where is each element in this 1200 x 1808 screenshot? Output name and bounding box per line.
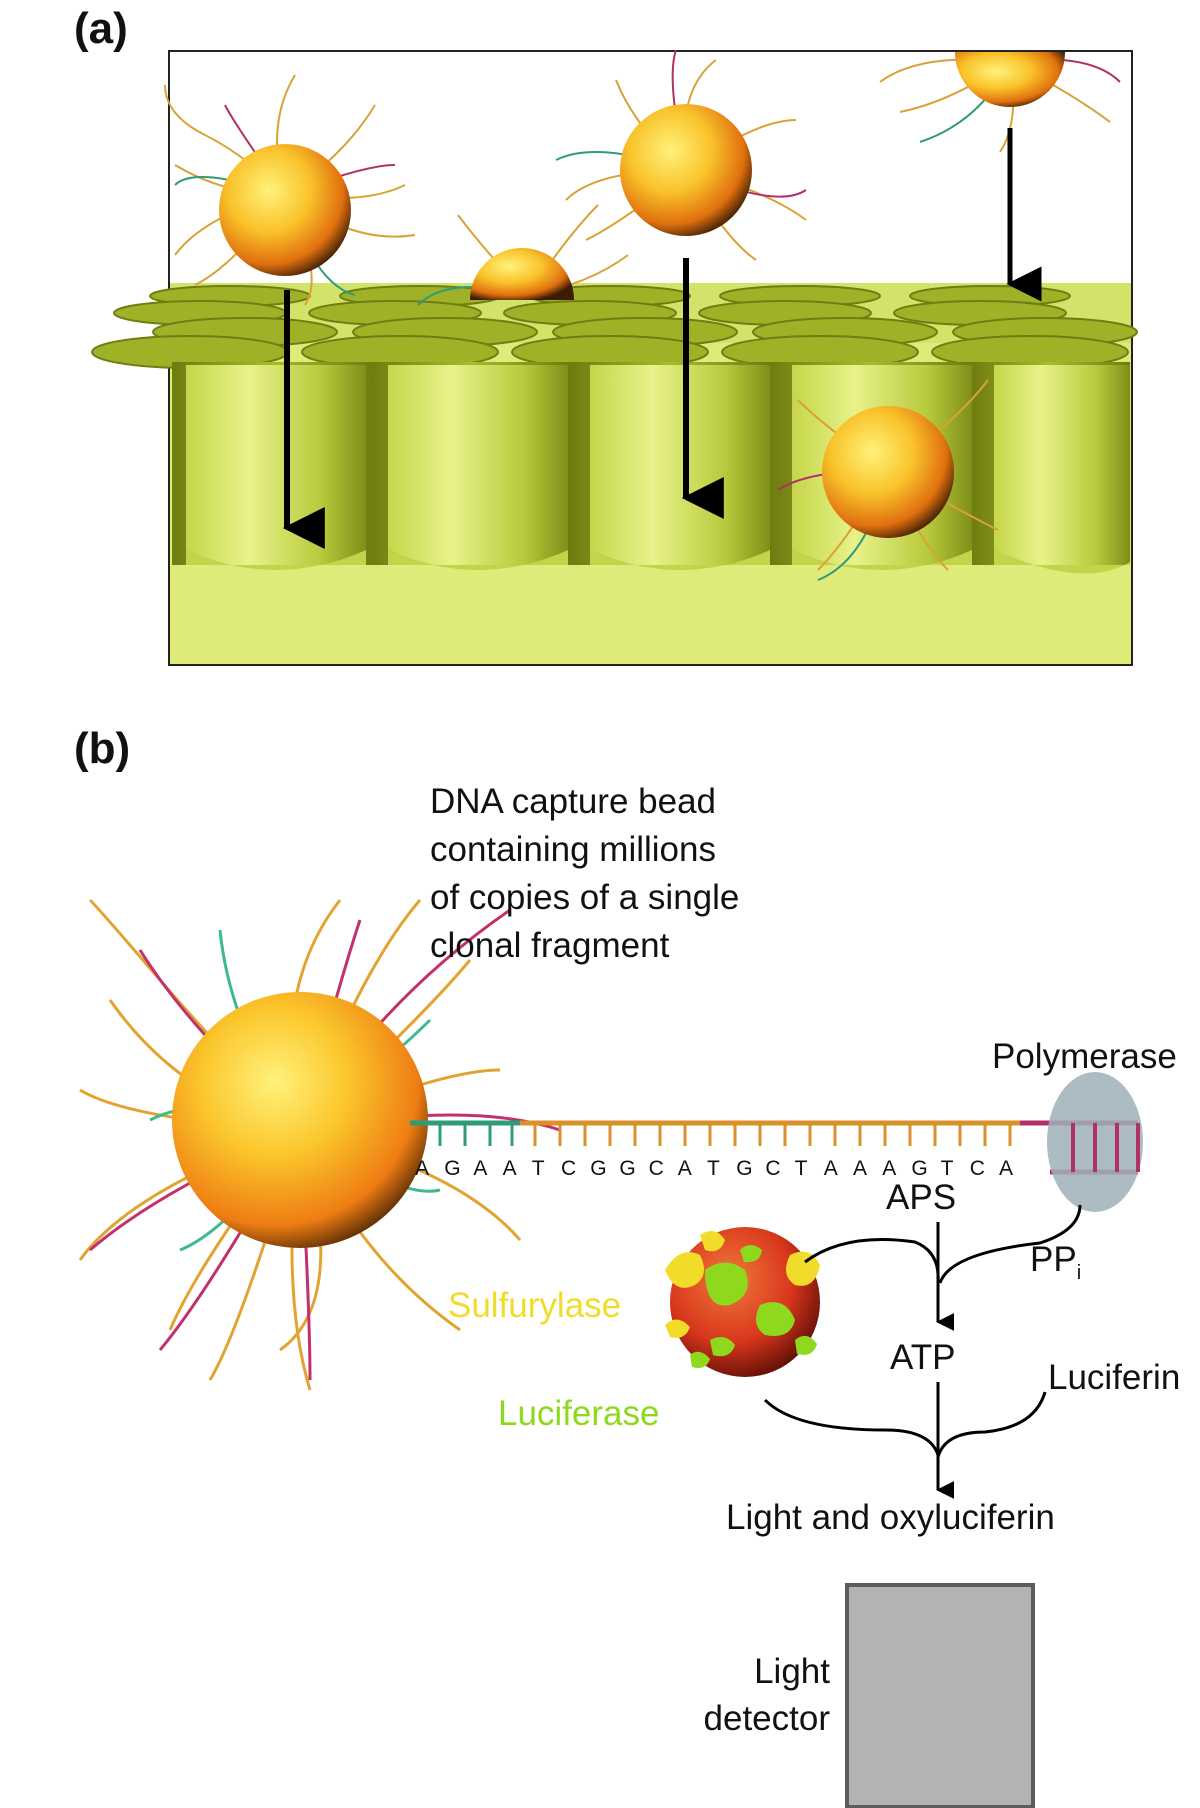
light-detector-box xyxy=(845,1583,1035,1808)
sequence-letter: A xyxy=(473,1157,487,1180)
sequence-letter: A xyxy=(678,1157,692,1180)
sequence-letter: G xyxy=(590,1157,606,1180)
aps-label: APS xyxy=(886,1178,957,1217)
luciferase-patches xyxy=(690,1245,817,1368)
sequence-letter: C xyxy=(561,1157,576,1180)
detector-line-1: Light xyxy=(754,1652,830,1691)
bead-description-line-1: DNA capture bead xyxy=(430,782,717,821)
sequence-letter: A xyxy=(503,1157,517,1180)
luciferin-label: Luciferin xyxy=(1048,1358,1181,1397)
sequence-letter: C xyxy=(970,1157,985,1180)
luciferase-label: Luciferase xyxy=(498,1394,660,1433)
polymerase-label: Polymerase xyxy=(992,1037,1177,1076)
atp-label: ATP xyxy=(890,1338,956,1377)
detector-line-2: detector xyxy=(703,1699,830,1738)
dna-capture-bead xyxy=(172,992,428,1248)
sequence-letter: T xyxy=(707,1157,720,1180)
bead-description-line-3: of copies of a single xyxy=(430,878,740,917)
panel-a-illustration xyxy=(91,49,1138,666)
bead-a5 xyxy=(822,406,954,538)
sequence-letter: T xyxy=(941,1157,954,1180)
well-openings xyxy=(91,285,1138,369)
sequence-letter: A xyxy=(853,1157,867,1180)
sequence-letter: G xyxy=(736,1157,752,1180)
sequence-letter: G xyxy=(911,1157,927,1180)
reaction-paths xyxy=(763,1204,1082,1499)
sequence-letter: A xyxy=(824,1157,838,1180)
polymerase-rungs xyxy=(1071,1123,1140,1172)
front-wells xyxy=(172,362,1130,574)
bead-a4 xyxy=(955,52,1065,107)
sequence-letter: A xyxy=(999,1157,1013,1180)
sequence-letter: A xyxy=(882,1157,896,1180)
sulfurylase-patches xyxy=(665,1231,820,1338)
bead-a1 xyxy=(219,144,351,276)
bead-description-line-4: clonal fragment xyxy=(430,926,670,965)
sequence-letter: C xyxy=(649,1157,664,1180)
ppi-main: PP xyxy=(1030,1240,1077,1279)
sequence-letter: T xyxy=(532,1157,545,1180)
panel-a-label: (a) xyxy=(74,4,128,53)
sequence-letter: T xyxy=(795,1157,808,1180)
bead-a3 xyxy=(620,104,752,236)
sequence-letter: G xyxy=(444,1157,460,1180)
ppi-subscript: i xyxy=(1076,1262,1082,1284)
sequence-letter: G xyxy=(619,1157,635,1180)
light-detector-label: Light detector xyxy=(640,1648,830,1742)
sequence-letter: C xyxy=(765,1157,780,1180)
bead-description-line-2: containing millions xyxy=(430,830,716,869)
products-label: Light and oxyluciferin xyxy=(726,1498,1055,1537)
sulfurylase-label: Sulfurylase xyxy=(448,1286,622,1325)
bead-description: DNA capture bead containing millions of … xyxy=(430,778,739,970)
ppi-label: PPi xyxy=(1030,1240,1081,1285)
panel-b-label: (b) xyxy=(74,724,131,773)
enzyme-complex xyxy=(670,1227,820,1377)
sequence-letter: A xyxy=(415,1157,429,1180)
bead-a2 xyxy=(470,248,574,300)
